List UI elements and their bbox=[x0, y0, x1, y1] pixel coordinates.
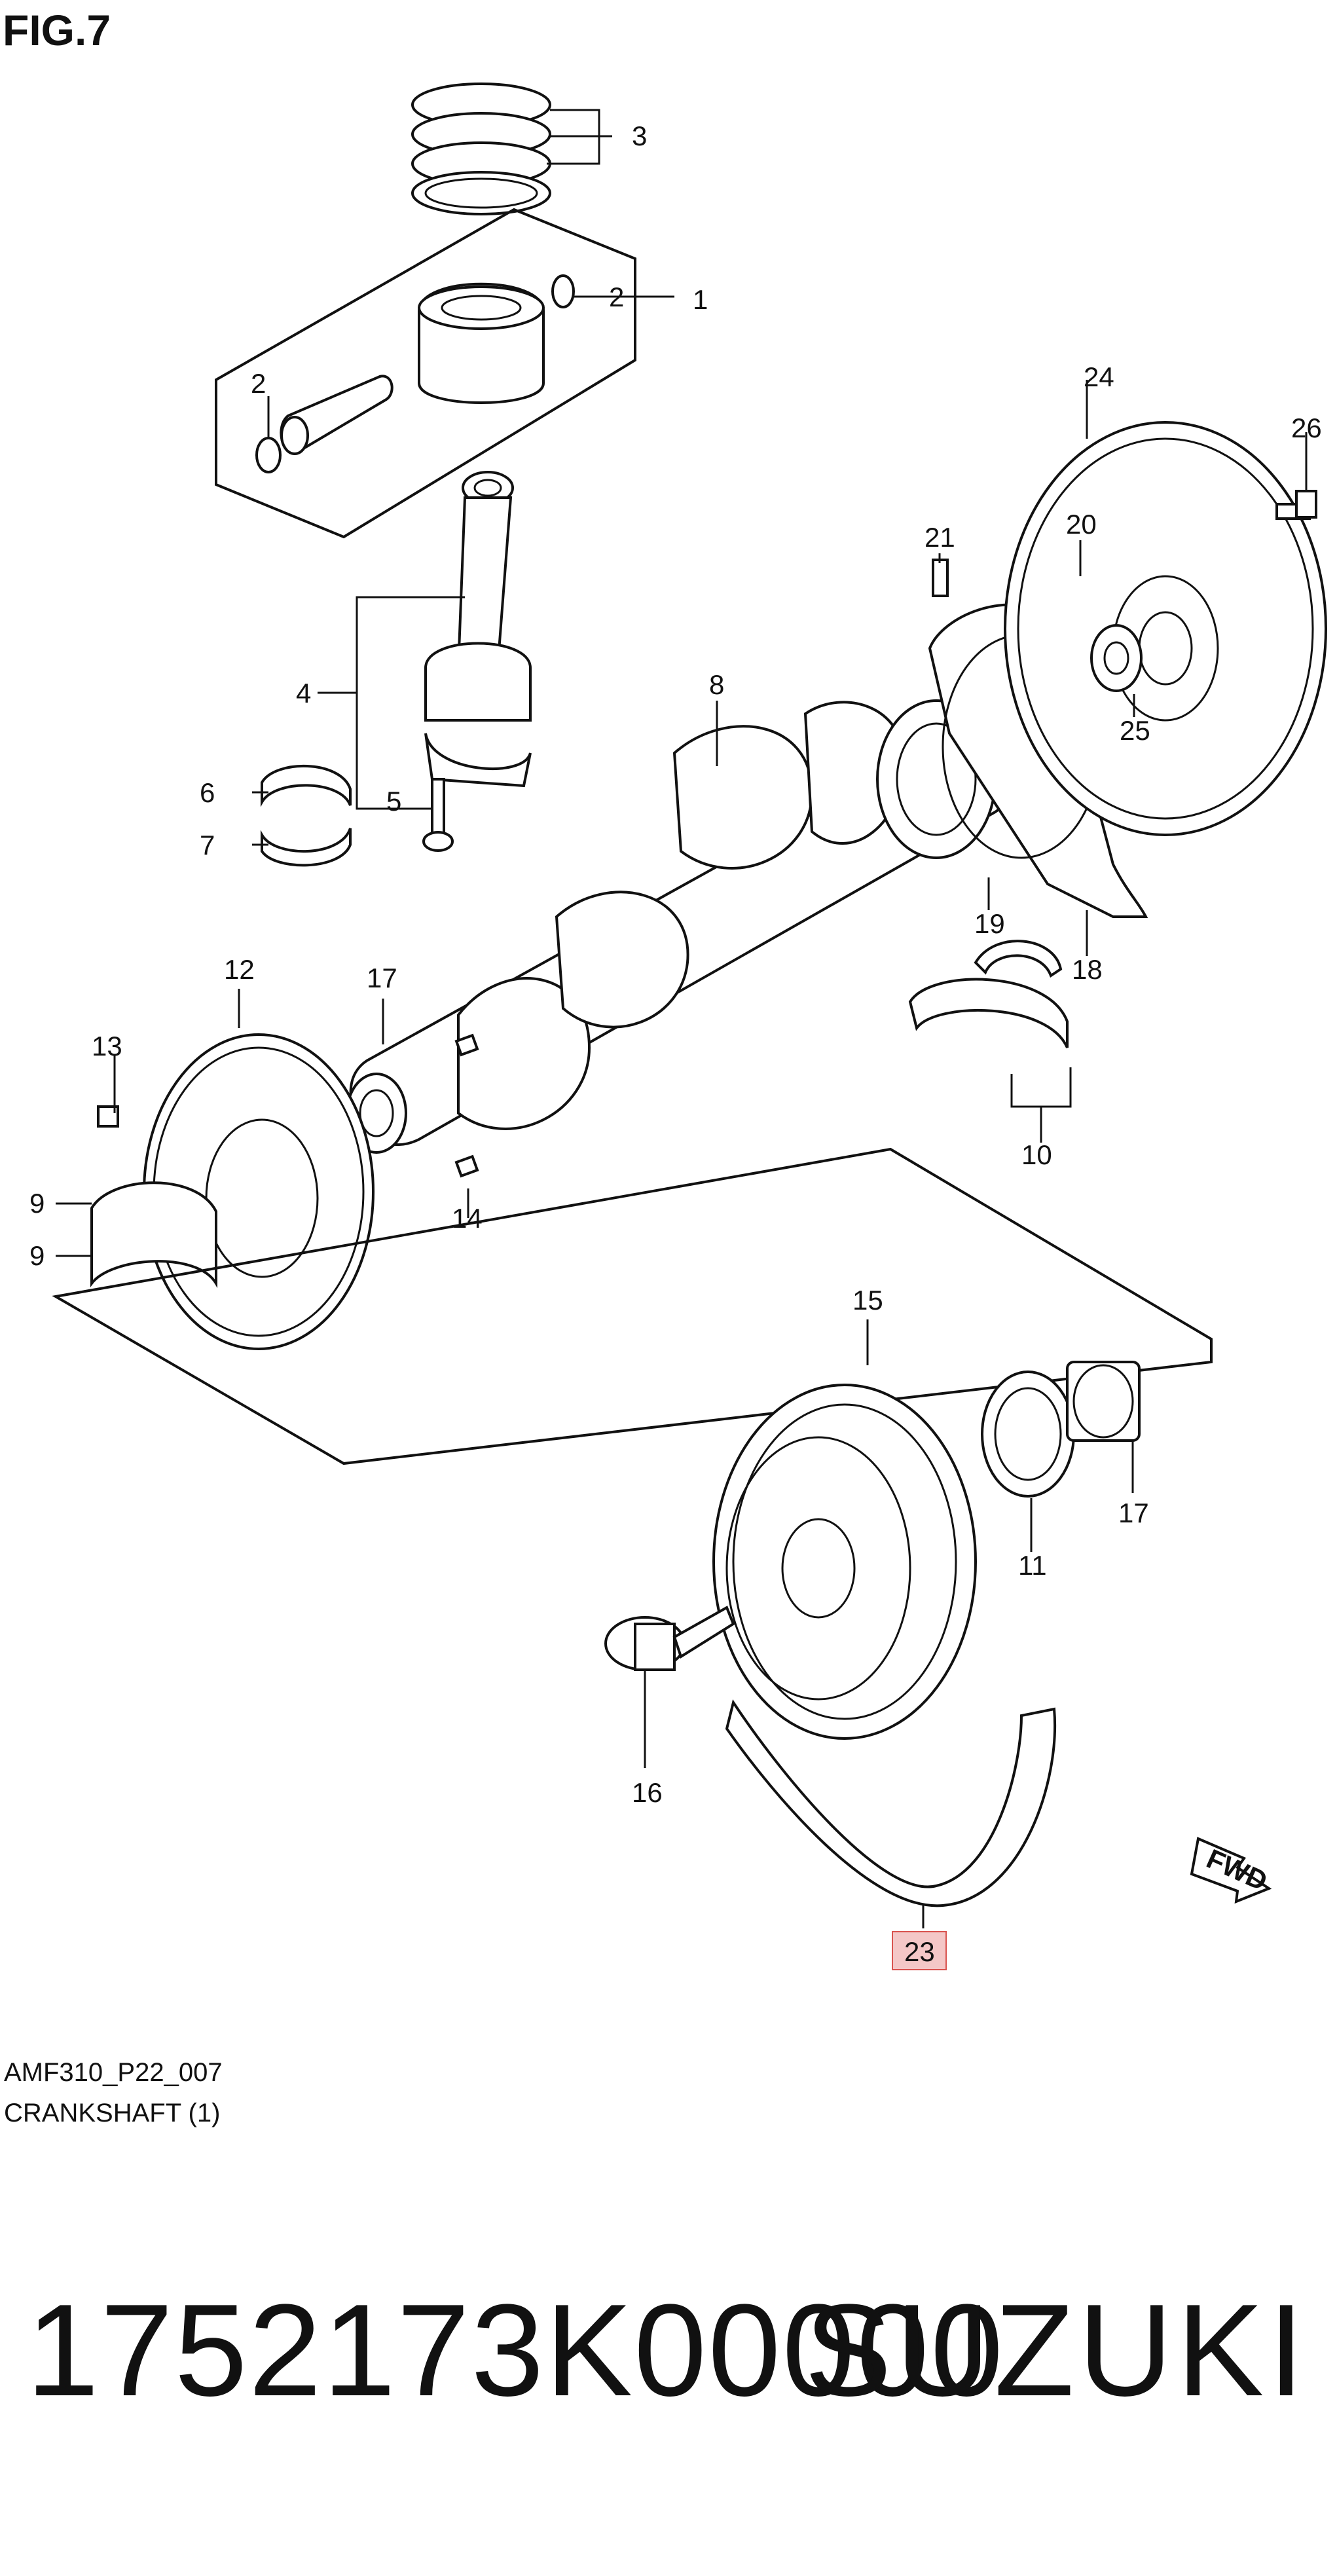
crankshaft bbox=[346, 699, 1016, 1154]
parts-diagram: FIG.7 bbox=[3, 6, 1327, 2127]
thrust-bearings bbox=[908, 940, 1069, 1048]
callout-2a: 2 bbox=[251, 368, 266, 399]
callout-22: 21 bbox=[925, 522, 955, 553]
drawing-caption: CRANKSHAFT (1) bbox=[4, 2099, 221, 2127]
callout-2b: 2 bbox=[609, 282, 624, 312]
figure-label: FIG.7 bbox=[3, 6, 111, 54]
connecting-rod bbox=[261, 471, 532, 867]
callout-16: 16 bbox=[632, 1777, 663, 1808]
piston-assembly bbox=[215, 208, 636, 539]
drawing-code: AMF310_P22_007 bbox=[4, 2058, 223, 2087]
callout-17-label: 17 bbox=[1118, 1498, 1149, 1528]
exploded-view-svg: FWD bbox=[29, 83, 1327, 1970]
flywheel bbox=[1004, 421, 1327, 836]
callout-labels: 3 2 1 2 4 6 7 5 8 24 26 20 21 25 19 18 1… bbox=[29, 120, 1322, 1970]
oil-seal bbox=[981, 1371, 1075, 1498]
crankshaft-pulley bbox=[712, 1384, 977, 1740]
callout-23: 23 bbox=[904, 1936, 935, 1967]
piston-rings bbox=[411, 83, 551, 215]
callout-15: 15 bbox=[852, 1285, 883, 1316]
callout-14: 14 bbox=[452, 1203, 483, 1234]
callout-11: 11 bbox=[1018, 1550, 1047, 1581]
leader-lines bbox=[56, 109, 1308, 1928]
callout-18: 17 bbox=[367, 963, 397, 993]
callout-3: 3 bbox=[632, 120, 647, 151]
callout-6a: 6 bbox=[200, 777, 215, 808]
callout-4: 4 bbox=[296, 678, 311, 708]
callout-26: 26 bbox=[1291, 413, 1322, 443]
callout-7: 8 bbox=[709, 669, 724, 700]
fwd-direction-arrow: FWD bbox=[1190, 1837, 1272, 1904]
callout-24: 24 bbox=[1084, 361, 1114, 392]
brand-name: SUZUKI bbox=[804, 2277, 1308, 2423]
sprocket-gear bbox=[1066, 1361, 1141, 1442]
callout-25: 25 bbox=[1120, 715, 1150, 746]
callout-13: 13 bbox=[92, 1031, 122, 1061]
part-number: 1752173K00000 bbox=[26, 2277, 1005, 2423]
callout-9-label: 9 bbox=[29, 1240, 45, 1271]
pulley-bolt bbox=[604, 1606, 735, 1671]
v-belt bbox=[725, 1699, 1056, 1907]
callout-12: 12 bbox=[224, 954, 255, 985]
callout-20: 19 bbox=[974, 908, 1005, 939]
callout-5: 5 bbox=[386, 786, 401, 817]
callout-8: 9 bbox=[29, 1188, 45, 1219]
pulley-group-outline bbox=[52, 1147, 1213, 1465]
callout-21: 20 bbox=[1066, 509, 1097, 540]
callout-23-highlight bbox=[892, 1931, 947, 1970]
callout-1: 1 bbox=[693, 284, 708, 315]
callout-6b: 7 bbox=[200, 830, 215, 860]
callout-19: 18 bbox=[1072, 954, 1103, 985]
callout-10: 10 bbox=[1021, 1139, 1052, 1170]
